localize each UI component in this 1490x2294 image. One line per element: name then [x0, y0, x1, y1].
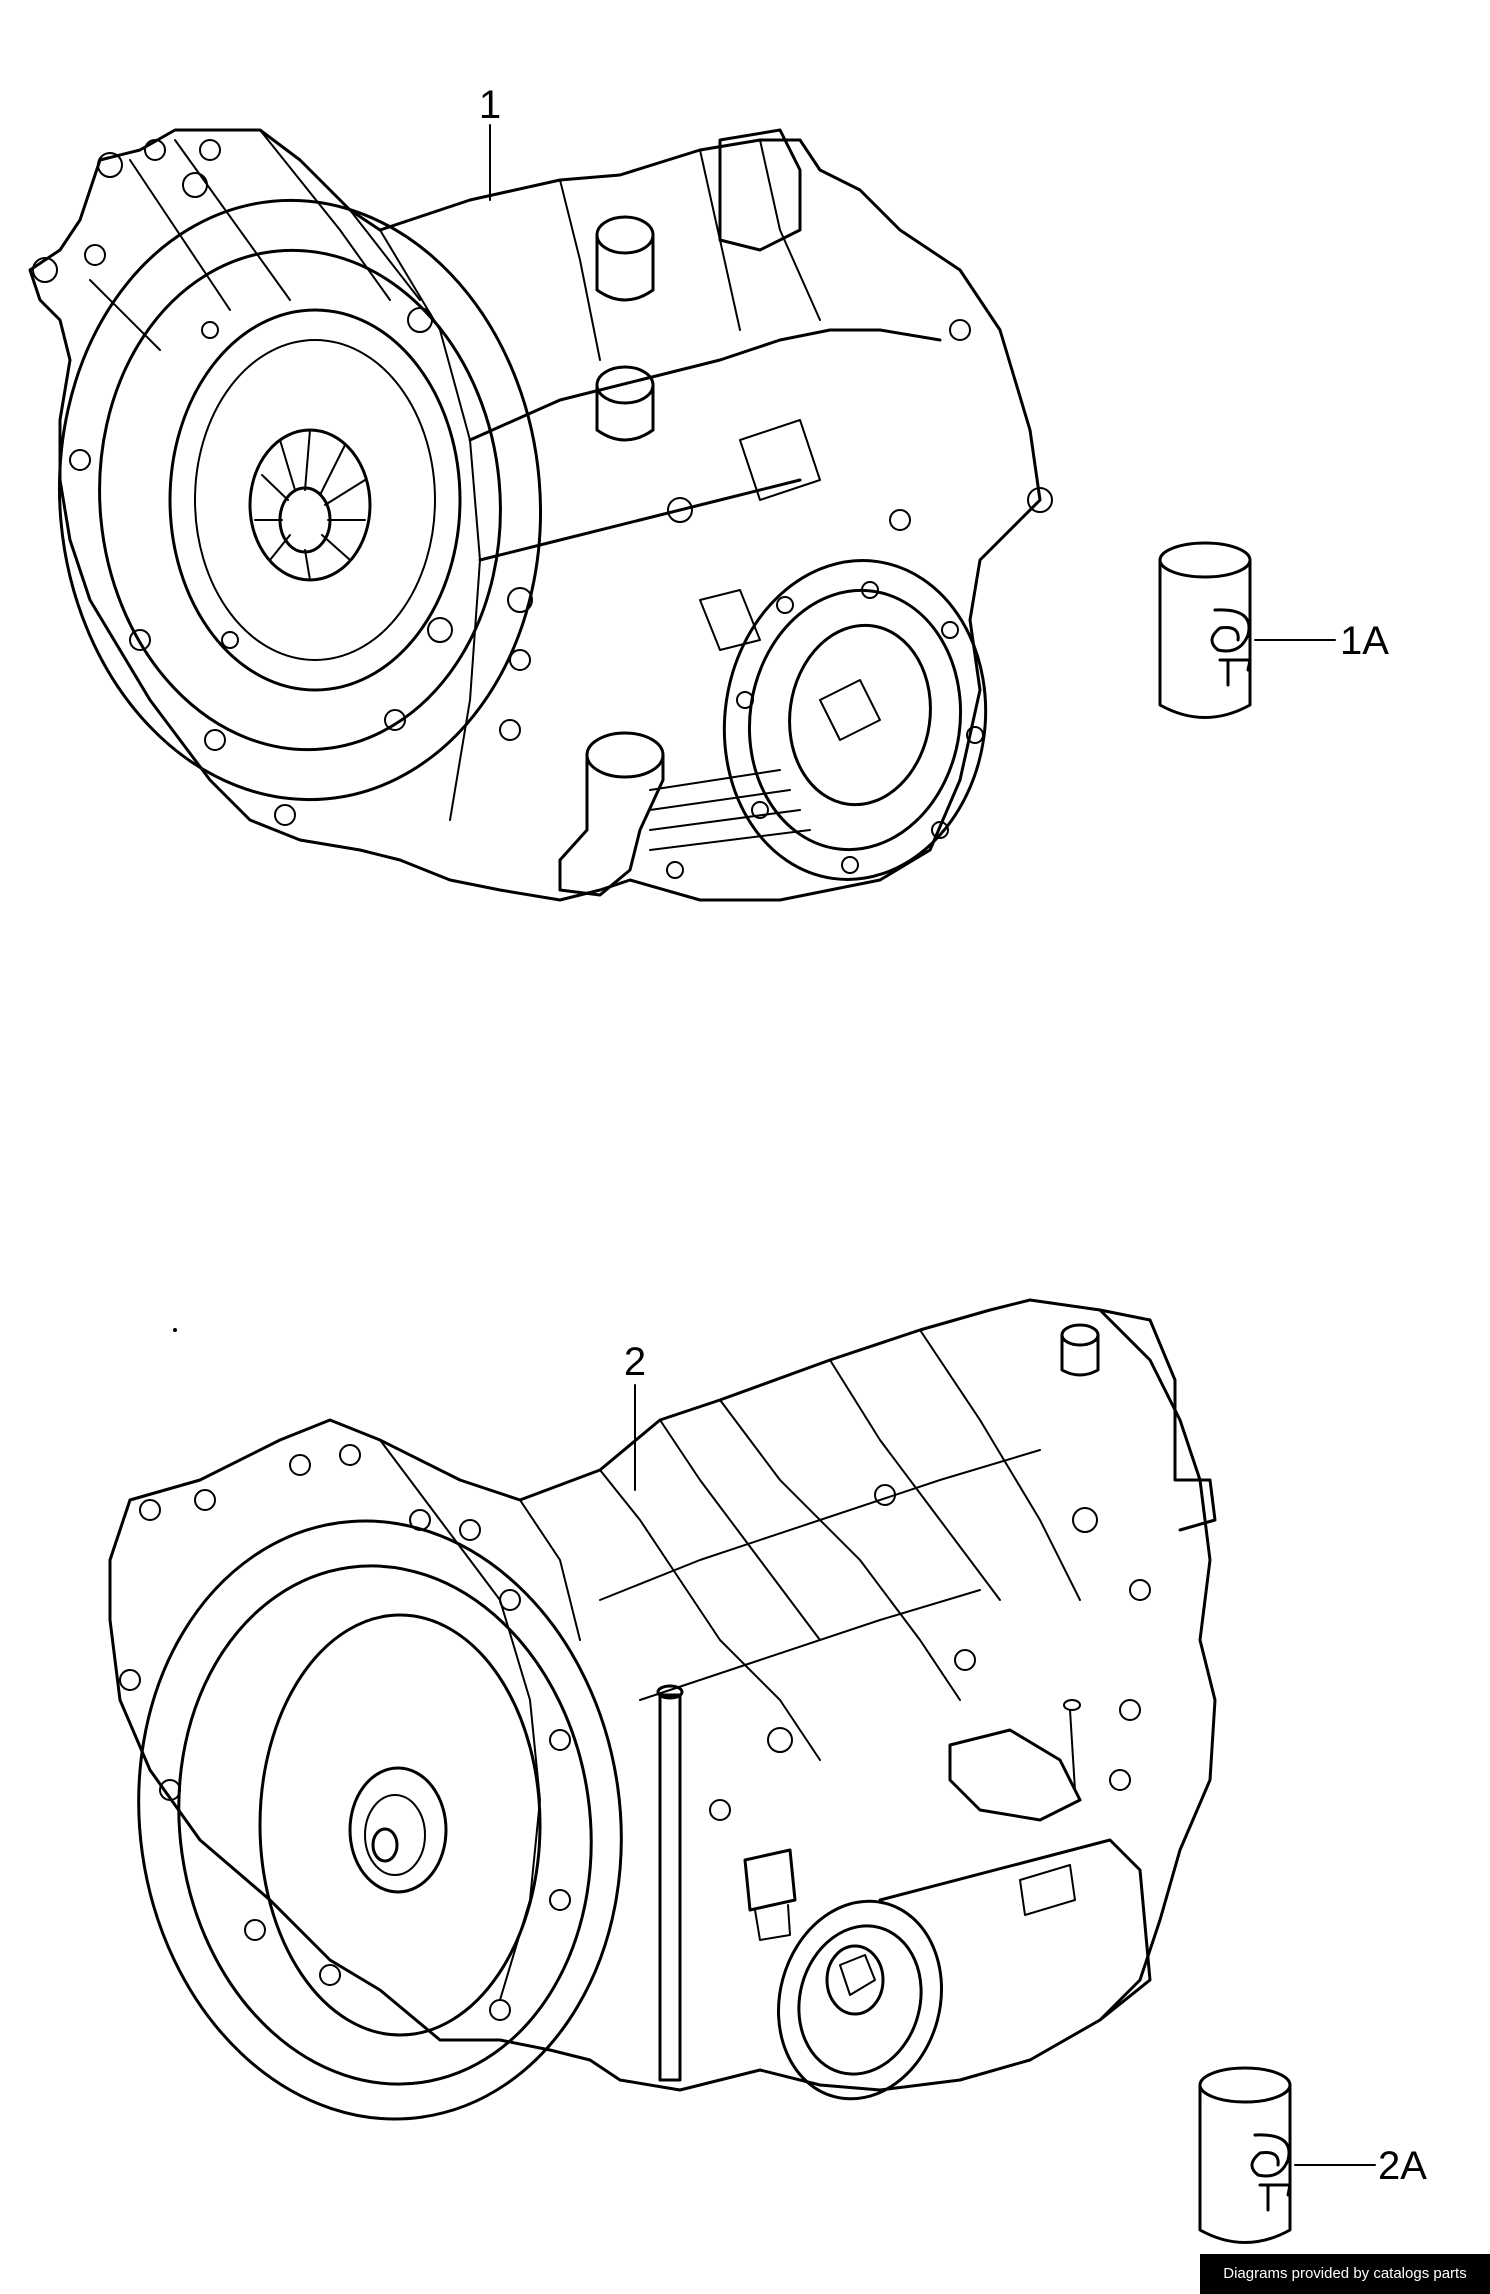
diagram-credit-banner: Diagrams provided by catalogs parts — [1200, 2254, 1490, 2294]
callout-1: 1 — [479, 83, 501, 201]
automatic-transmission-illustration — [108, 1298, 1217, 2121]
callout-label-2a: 2A — [1378, 2144, 1427, 2188]
callout-2a: 2A — [1294, 2144, 1427, 2188]
manual-transmission-illustration — [28, 128, 1053, 902]
oil-can-1a-icon — [1158, 541, 1252, 719]
oil-can-2a-icon — [1198, 2066, 1292, 2244]
callout-1a: 1A — [1254, 619, 1389, 663]
callout-2: 2 — [624, 1340, 646, 1491]
callout-label-1a: 1A — [1340, 619, 1389, 663]
callout-label-1: 1 — [479, 83, 501, 127]
callout-label-2: 2 — [624, 1340, 646, 1384]
stray-dot — [173, 1328, 177, 1332]
